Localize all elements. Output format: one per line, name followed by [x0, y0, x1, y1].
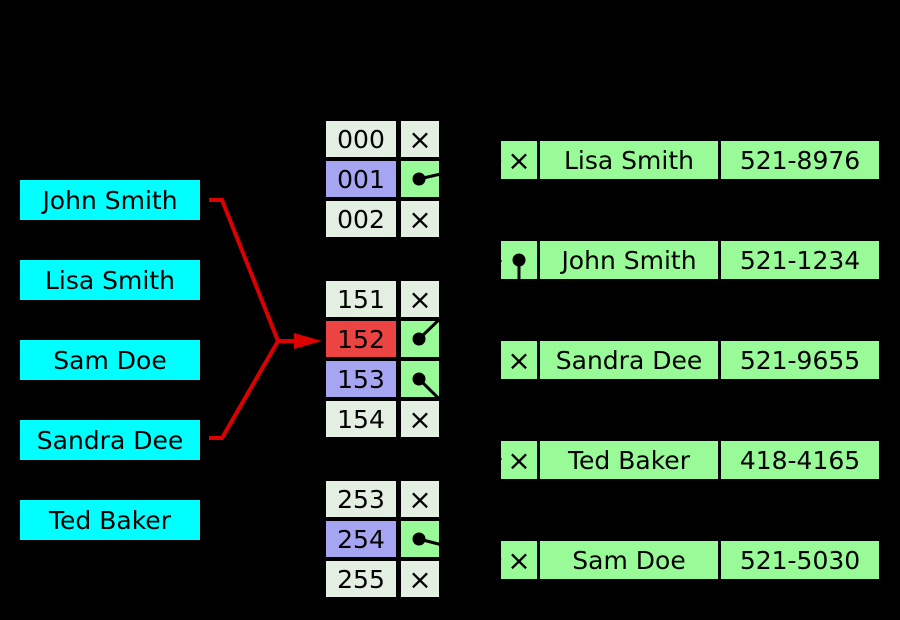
null-pointer-icon: × [507, 143, 531, 177]
entry-name: Ted Baker [568, 445, 690, 475]
null-pointer-icon: × [408, 122, 432, 156]
bucket-index-label: 151 [337, 284, 385, 314]
bucket-index-label: 253 [337, 484, 385, 514]
collision-arrow-john [209, 198, 280, 342]
null-pointer-icon: × [507, 443, 531, 477]
entry-name-cell: Ted Baker [540, 441, 718, 479]
null-pointer-icon: × [507, 343, 531, 377]
entry-name: Sam Doe [572, 545, 686, 575]
bucket-slot-151: × [401, 281, 439, 317]
entry-phone: 418-4165 [739, 445, 861, 475]
null-pointer-icon: × [408, 402, 432, 436]
key-label: John Smith [42, 185, 178, 215]
key-box-lisa-smith: Lisa Smith [20, 260, 200, 300]
entry-next-sam-doe: × [501, 541, 537, 579]
entry-phone-cell: 418-4165 [721, 441, 879, 479]
entry-name-cell: Sandra Dee [540, 341, 718, 379]
entry-phone-cell: 521-1234 [721, 241, 879, 279]
bucket-index-label: 000 [337, 124, 385, 154]
key-label: Sam Doe [53, 345, 167, 375]
bucket-index-151: 151 [326, 281, 396, 317]
entry-phone-cell: 521-5030 [721, 541, 879, 579]
entry-phone-cell: 521-8976 [721, 141, 879, 179]
null-pointer-icon: × [408, 482, 432, 516]
bucket-index-152: 152 [326, 321, 396, 357]
bucket-index-253: 253 [326, 481, 396, 517]
key-box-sam-doe: Sam Doe [20, 340, 200, 380]
bucket-slot-253: × [401, 481, 439, 517]
entry-name: Sandra Dee [555, 345, 703, 375]
bucket-index-255: 255 [326, 561, 396, 597]
null-pointer-icon: × [408, 562, 432, 596]
bucket-index-label: 002 [337, 204, 385, 234]
bucket-index-label: 255 [337, 564, 385, 594]
entry-name-cell: Sam Doe [540, 541, 718, 579]
bucket-index-254: 254 [326, 521, 396, 557]
bucket-index-153: 153 [326, 361, 396, 397]
bucket-slot-001 [401, 161, 439, 197]
bucket-slot-153 [401, 361, 439, 397]
entry-name: Lisa Smith [564, 145, 694, 175]
bucket-index-002: 002 [326, 201, 396, 237]
bucket-index-label: 001 [337, 164, 385, 194]
entry-phone: 521-9655 [739, 345, 861, 375]
key-box-sandra-dee: Sandra Dee [20, 420, 200, 460]
bucket-index-label: 152 [337, 324, 385, 354]
bucket-index-label: 154 [337, 404, 385, 434]
bucket-slot-002: × [401, 201, 439, 237]
entry-next-ted-baker: × [501, 441, 537, 479]
entry-phone: 521-5030 [739, 545, 861, 575]
bucket-index-001: 001 [326, 161, 396, 197]
bucket-index-label: 153 [337, 364, 385, 394]
bucket-index-154: 154 [326, 401, 396, 437]
entry-next-lisa-smith: × [501, 141, 537, 179]
bucket-slot-255: × [401, 561, 439, 597]
bucket-index-000: 000 [326, 121, 396, 157]
bucket-index-label: 254 [337, 524, 385, 554]
null-pointer-icon: × [408, 202, 432, 236]
key-label: Ted Baker [49, 505, 171, 535]
null-pointer-icon: × [408, 282, 432, 316]
collision-arrow-sandra [209, 340, 280, 440]
collision-arrowhead-icon [294, 333, 322, 349]
entry-phone-cell: 521-9655 [721, 341, 879, 379]
entry-phone: 521-8976 [739, 145, 861, 175]
entry-name: John Smith [561, 245, 697, 275]
bucket-slot-152 [401, 321, 439, 357]
key-label: Lisa Smith [45, 265, 175, 295]
entry-next-sandra-dee: × [501, 341, 537, 379]
entry-name-cell: Lisa Smith [540, 141, 718, 179]
bucket-slot-254 [401, 521, 439, 557]
bucket-slot-154: × [401, 401, 439, 437]
key-box-ted-baker: Ted Baker [20, 500, 200, 540]
key-box-john-smith: John Smith [20, 180, 200, 220]
entry-next-john-smith [501, 241, 537, 279]
null-pointer-icon: × [507, 543, 531, 577]
entry-name-cell: John Smith [540, 241, 718, 279]
key-label: Sandra Dee [36, 425, 184, 455]
entry-phone: 521-1234 [739, 245, 861, 275]
bucket-slot-000: × [401, 121, 439, 157]
